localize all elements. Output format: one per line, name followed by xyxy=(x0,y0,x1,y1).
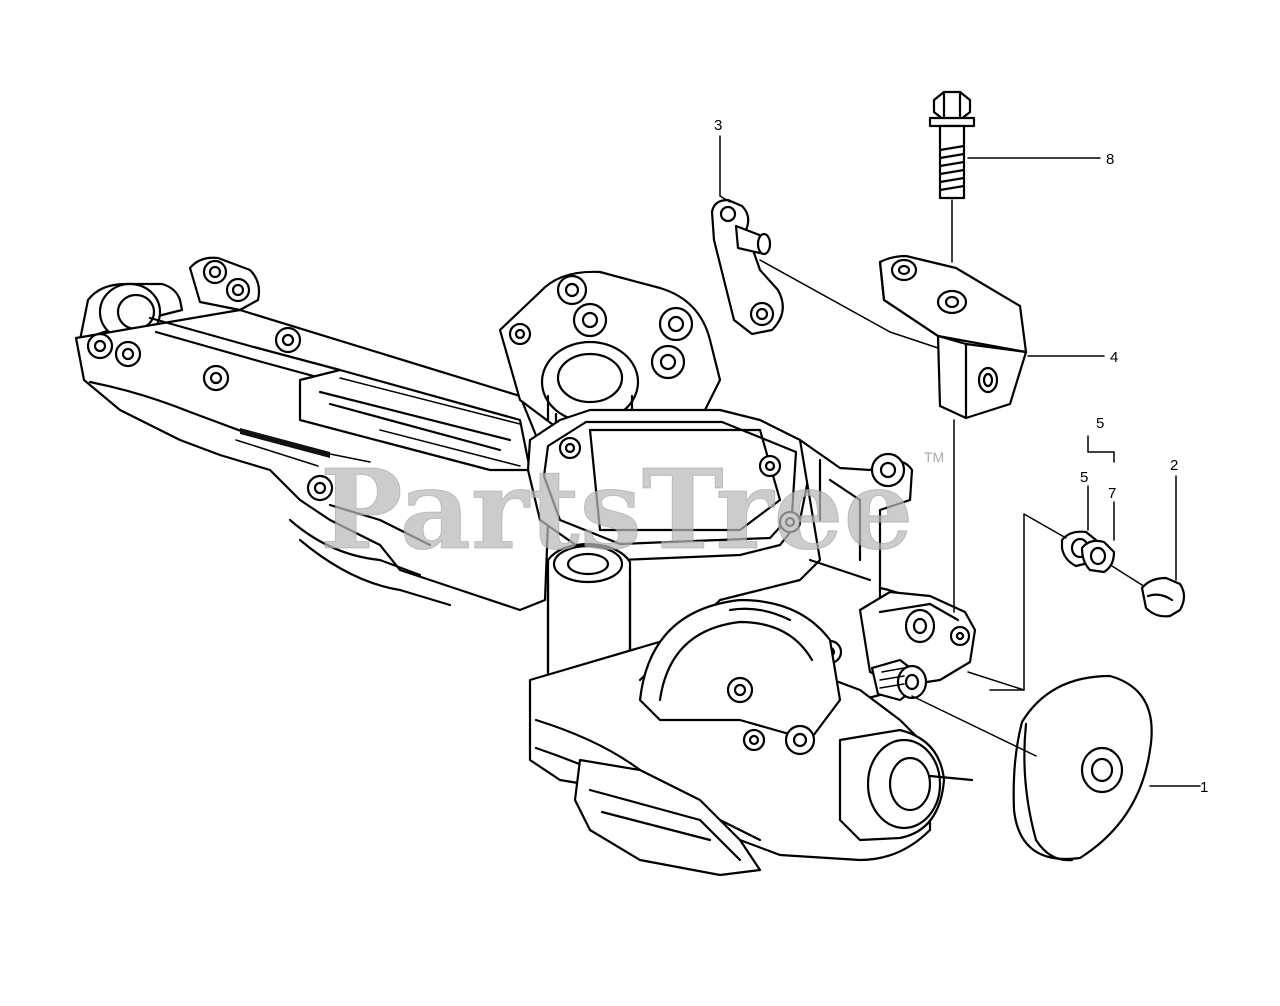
callout-7: 7 xyxy=(1108,485,1116,502)
callout-labels: 8 3 4 5 5 7 2 1 xyxy=(714,117,1208,796)
callout-1: 1 xyxy=(1200,779,1208,796)
callout-4: 4 xyxy=(1110,349,1118,366)
callout-2: 2 xyxy=(1170,457,1178,474)
bracket-part-4 xyxy=(878,254,1028,613)
control-arm-part-3 xyxy=(710,198,951,353)
flange-bolt-part-8 xyxy=(928,90,976,263)
callout-6: 5 xyxy=(1080,469,1088,486)
cap-part-2 xyxy=(1140,576,1186,618)
callout-3: 3 xyxy=(714,117,722,134)
callout-8: 8 xyxy=(1106,151,1114,168)
transaxle-housing xyxy=(74,256,977,877)
leader-lines xyxy=(719,135,1201,787)
callout-5-group: 5 xyxy=(1096,415,1104,432)
watermark: PartsTree TM xyxy=(320,445,945,575)
watermark-text: PartsTree xyxy=(320,445,914,574)
pulley-part-1 xyxy=(911,674,1153,862)
watermark-trademark: TM xyxy=(924,449,944,465)
washer-ring-parts-5-6-7 xyxy=(967,513,1151,691)
